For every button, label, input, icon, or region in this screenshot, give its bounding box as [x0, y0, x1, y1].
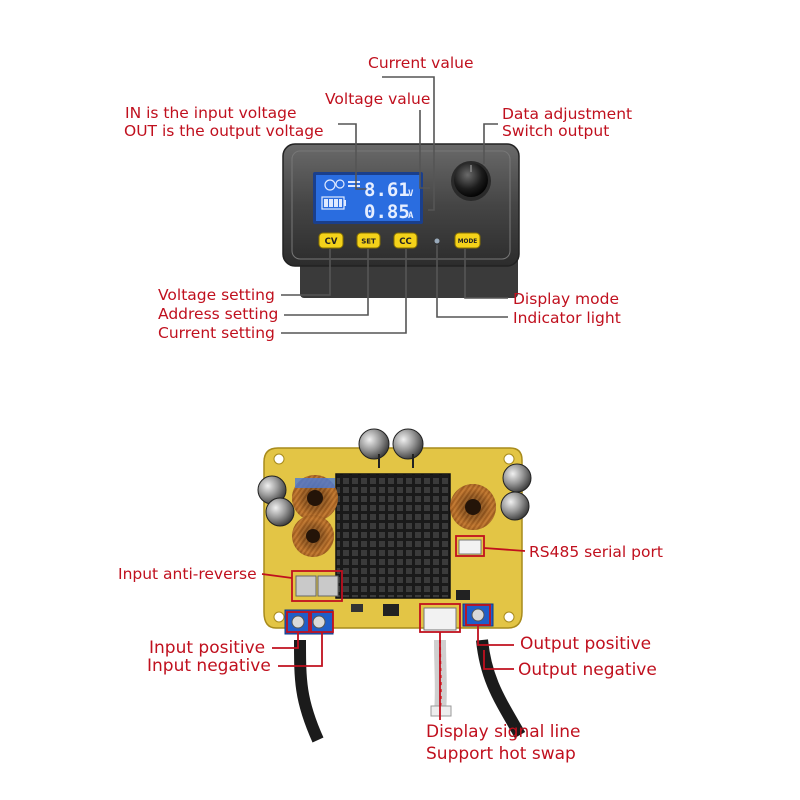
leader-input-negative: [278, 632, 323, 667]
adjustment-knob-icon[interactable]: [454, 163, 488, 197]
mode-button[interactable]: MODE: [454, 232, 481, 249]
capacitor-icon: [392, 428, 424, 460]
anti-reverse-highlight: [291, 570, 343, 602]
leader-address-setting: [284, 249, 369, 316]
leader-current-setting: [281, 249, 407, 334]
label-output-negative: Output negative: [518, 660, 657, 680]
label-output-positive: Output positive: [520, 634, 652, 654]
label-support-hot-swap: Support hot swap: [426, 744, 576, 764]
leader-data-adjustment: [483, 123, 498, 164]
label-rs485: RS485 serial port: [529, 543, 663, 561]
label-display-mode: Display mode: [513, 290, 620, 308]
bottom-callouts: [261, 535, 526, 720]
label-voltage-value: Voltage value: [325, 90, 431, 108]
mode-button-label: MODE: [458, 239, 478, 245]
capacitor-icon: [265, 497, 295, 527]
indicator-led-icon: [434, 238, 440, 244]
ic-chip: [351, 604, 363, 612]
display-module: 8.61 V 0.85 A CV SET CC MODE: [282, 143, 520, 298]
lcd-battery-icon: [321, 196, 346, 210]
mount-hole: [273, 611, 285, 623]
mount-hole: [503, 453, 515, 465]
label-display-signal-line: Display signal line: [426, 722, 581, 742]
output-cable: [476, 639, 526, 738]
capacitor-icon: [500, 491, 530, 521]
mount-hole: [503, 611, 515, 623]
label-voltage-setting: Voltage setting: [158, 286, 275, 304]
ic-chip: [383, 604, 399, 616]
label-current-setting: Current setting: [158, 324, 275, 342]
leader-output-negative: [483, 650, 514, 670]
label-out-voltage: OUT is the output voltage: [124, 122, 324, 140]
capacitor-icon: [502, 463, 532, 493]
cv-button-label: CV: [325, 237, 338, 247]
lcd-current-reading: 0.85: [364, 201, 410, 223]
lcd-voltage-unit: V: [408, 189, 414, 199]
rs485-port: [458, 539, 482, 555]
screw-icon: [291, 615, 305, 629]
label-data-adjustment: Data adjustment: [502, 105, 633, 123]
ic-chip: [456, 590, 470, 600]
lcd-voltage-reading: 8.61: [364, 179, 410, 201]
circuit-board: [257, 428, 532, 743]
heatsink: [335, 473, 451, 599]
leader-indicator-light: [436, 245, 508, 318]
lcd-current-unit: A: [408, 211, 414, 221]
top-leader-lines: [281, 76, 508, 334]
leader-voltage-value: [419, 110, 430, 189]
capacitors: [257, 428, 532, 527]
label-switch-output: Switch output: [502, 122, 610, 140]
housing-bevel: [291, 150, 511, 260]
leader-current-value: [382, 76, 435, 211]
cc-button-label: CC: [399, 237, 411, 247]
capacitor-icon: [358, 428, 390, 460]
input-cable: [294, 639, 324, 743]
leader-display-mode: [464, 249, 508, 299]
lcd-screen: [316, 175, 420, 221]
label-indicator-light: Indicator light: [513, 309, 621, 327]
pcb-sticker: [295, 478, 335, 488]
label-in-voltage: IN is the input voltage: [125, 104, 297, 122]
screw-icon: [471, 608, 485, 622]
label-input-negative: Input negative: [147, 656, 271, 676]
rs485-highlight: [455, 535, 485, 557]
set-button-label: SET: [361, 238, 376, 246]
leader-rs485: [483, 547, 526, 552]
label-input-positive: Input positive: [149, 638, 266, 658]
leader-voltage-setting: [281, 249, 331, 296]
ribbon-connector: [430, 705, 452, 717]
cc-button[interactable]: CC: [393, 232, 418, 249]
cv-button[interactable]: CV: [318, 232, 344, 249]
leader-output-positive: [477, 625, 514, 646]
leader-input-positive: [272, 632, 299, 649]
mosfet: [295, 575, 317, 597]
screw-icon: [312, 615, 326, 629]
mosfet: [317, 575, 339, 597]
leader-in-out: [338, 123, 366, 190]
mount-hole: [273, 453, 285, 465]
display-signal-header: [423, 607, 457, 631]
leader-anti-reverse: [261, 573, 293, 579]
set-button[interactable]: SET: [356, 232, 381, 249]
lcd-brand-logo-icon: [324, 179, 360, 191]
label-address-setting: Address setting: [158, 305, 279, 323]
label-input-anti-reverse: Input anti-reverse: [118, 565, 257, 583]
output-terminal: [462, 603, 494, 627]
label-current-value: Current value: [368, 54, 474, 72]
